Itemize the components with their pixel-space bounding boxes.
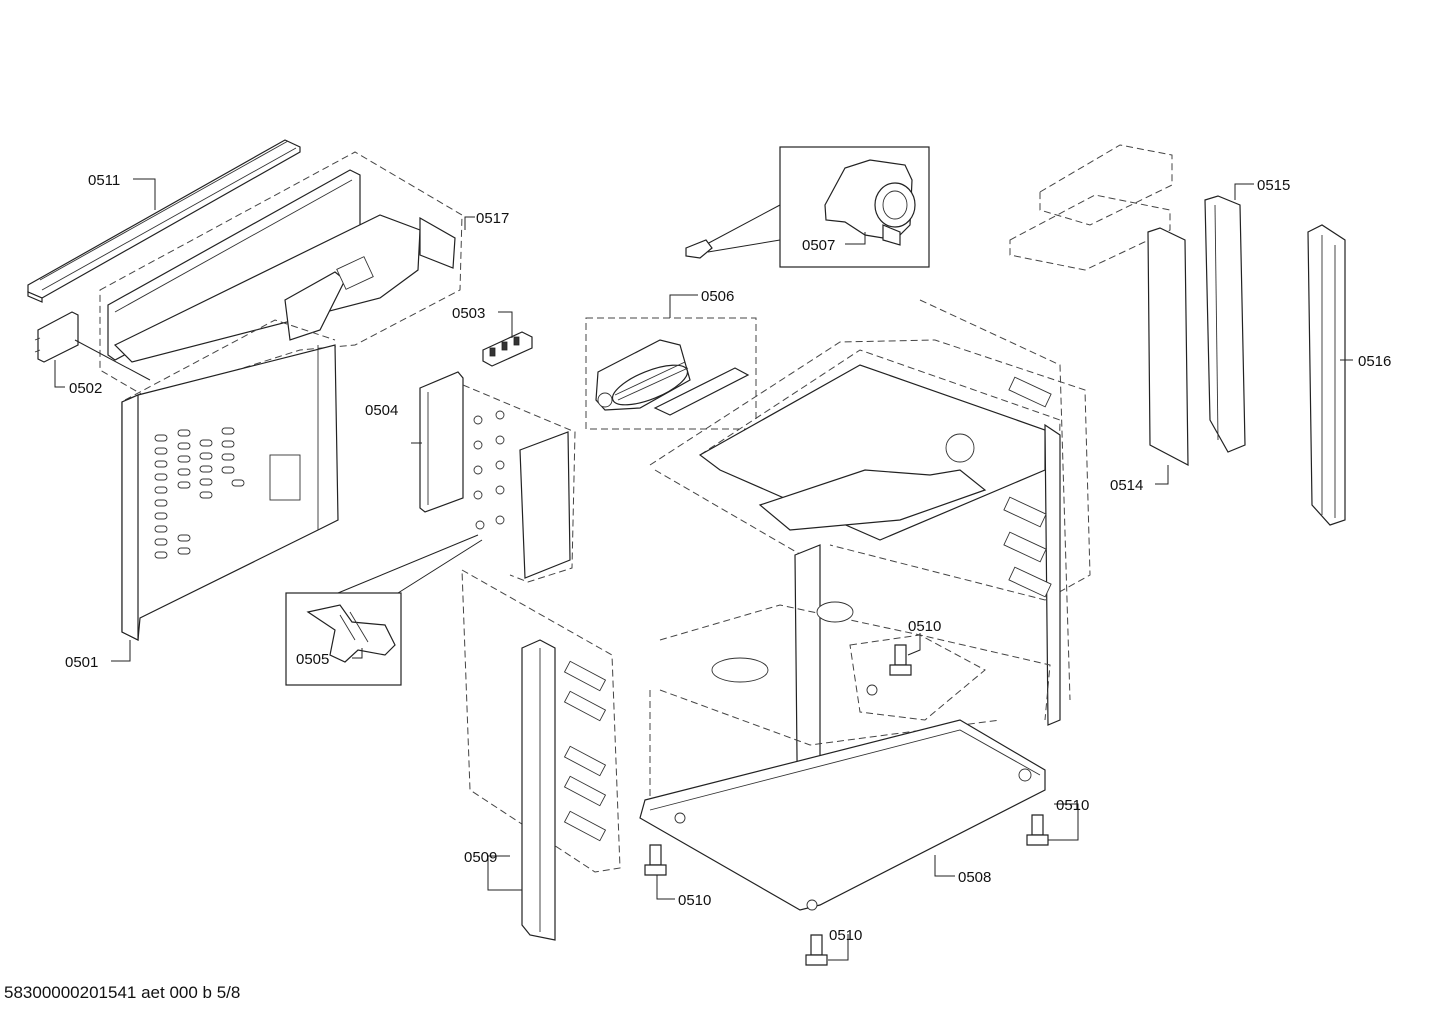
part-0503-terminal-block — [482, 331, 533, 367]
label-0510-center: 0510 — [908, 618, 941, 635]
label-0515: 0515 — [1257, 177, 1290, 194]
label-0506: 0506 — [701, 288, 734, 305]
part-0504-clips — [473, 410, 505, 530]
label-0516: 0516 — [1358, 353, 1391, 370]
part-0508-base-plate — [639, 684, 1046, 911]
part-0510-foot-bottom — [805, 934, 828, 966]
part-0514-vertical-panel — [1147, 227, 1189, 467]
part-0510-foot-right — [1026, 814, 1049, 846]
label-0505: 0505 — [296, 651, 329, 668]
part-0516-vertical-rail — [1307, 224, 1346, 526]
part-0507-thermostat-detail — [685, 146, 930, 268]
part-0515-top-brackets — [1009, 144, 1246, 453]
part-0509-slots — [563, 660, 607, 842]
part-0510-foot-center — [889, 644, 912, 676]
label-0507: 0507 — [802, 237, 835, 254]
label-0510-bottom: 0510 — [829, 927, 862, 944]
label-0509: 0509 — [464, 849, 497, 866]
part-0504-control-board — [419, 371, 576, 583]
cavity-side-slots-right — [1003, 376, 1052, 598]
label-0510-left: 0510 — [678, 892, 711, 909]
label-0504: 0504 — [365, 402, 398, 419]
part-labels: 0511 0517 0502 0501 0503 0504 0505 0506 … — [65, 172, 1391, 944]
part-0517-cover-assembly — [99, 151, 463, 399]
label-0502: 0502 — [69, 380, 102, 397]
part-0501-vent-slots — [154, 427, 245, 559]
label-0501: 0501 — [65, 654, 98, 671]
label-0510-right: 0510 — [1056, 797, 1089, 814]
label-0503: 0503 — [452, 305, 485, 322]
label-0508: 0508 — [958, 869, 991, 886]
part-0511-grille-strip — [27, 139, 301, 303]
part-0502-bracket — [34, 311, 79, 363]
part-0510-foot-left — [644, 844, 667, 876]
part-0506-fan-motor — [585, 317, 757, 430]
part-0501-side-panel — [121, 319, 339, 641]
part-0505-clip-detail — [285, 534, 483, 686]
label-0514: 0514 — [1110, 477, 1143, 494]
label-0517: 0517 — [476, 210, 509, 227]
drawing-reference-footer: 58300000201541 aet 000 b 5/8 — [4, 983, 240, 1002]
label-0511: 0511 — [88, 172, 120, 189]
leader-lines — [54, 178, 1353, 961]
part-0509-side-rail — [461, 569, 621, 941]
